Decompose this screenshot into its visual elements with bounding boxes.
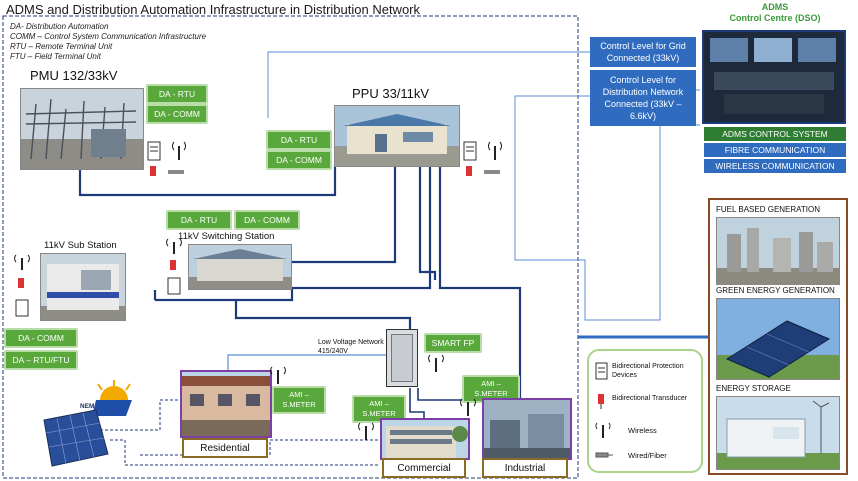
diagram-title: ADMS and Distribution Automation Infrast… bbox=[6, 2, 421, 17]
adms-control-room-photo bbox=[702, 30, 846, 124]
lv-network-label-2: 415/240V bbox=[318, 348, 348, 355]
distribution-control-box: Control Level for Distribution Network C… bbox=[590, 70, 696, 126]
residential-wireless-icon bbox=[270, 366, 286, 384]
hv-bus bbox=[78, 165, 337, 197]
industrial-wireless-icon bbox=[460, 398, 476, 416]
legend-note-rtu: RTU – Remote Terminal Unit bbox=[10, 42, 113, 51]
substation-devices-icon bbox=[14, 254, 30, 317]
switching-label: 11kV Switching Station bbox=[178, 231, 275, 242]
ppu-da-rtu-tag: DA - RTU bbox=[266, 130, 332, 150]
pmu-da-comm-tag: DA - COMM bbox=[146, 104, 208, 124]
legend-note-ftu: FTU – Field Terminal Unit bbox=[10, 52, 101, 61]
pmu-da-rtu-tag: DA - RTU bbox=[146, 84, 208, 104]
switching-da-comm-tag: DA - COMM bbox=[234, 210, 300, 230]
green-generation-label: GREEN ENERGY GENERATION bbox=[716, 286, 835, 295]
commercial-wireless-icon bbox=[358, 422, 374, 440]
legend-note-comm: COMM – Control System Communication Infr… bbox=[10, 32, 207, 41]
legend-wireless-label: Wireless bbox=[628, 426, 657, 435]
smart-fp-cabinet bbox=[386, 329, 418, 387]
industrial-label: Industrial bbox=[482, 458, 568, 478]
green-generation-photo bbox=[716, 298, 840, 380]
legend-protection-label: Bidirectional Protection Devices bbox=[612, 363, 684, 379]
switching-devices-icon bbox=[166, 238, 182, 295]
substation-label: 11kV Sub Station bbox=[44, 240, 117, 251]
legend-wired-label: Wired/Fiber bbox=[628, 451, 667, 460]
fuel-generation-label: FUEL BASED GENERATION bbox=[716, 205, 821, 214]
wireless-communication-bar: WIRELESS COMMUNICATION bbox=[704, 159, 846, 173]
grid-control-box: Control Level for Grid Connected (33kV) bbox=[590, 37, 696, 67]
smart-fp-wireless-icon bbox=[428, 354, 444, 372]
pmu-devices-icon bbox=[147, 141, 186, 176]
energy-storage-label: ENERGY STORAGE bbox=[716, 384, 791, 393]
residential-label: Residential bbox=[182, 438, 268, 458]
legend-transducer-label: Bidirectional Transducer bbox=[612, 395, 688, 402]
nem-solar-icon bbox=[43, 380, 132, 467]
lv-network-label-1: Low Voltage Network bbox=[318, 339, 384, 346]
adms-title: ADMS Control Centre (DSO) bbox=[700, 2, 850, 24]
adms-title-line2: Control Centre (DSO) bbox=[729, 13, 821, 23]
network-boundary bbox=[2, 15, 579, 479]
ppu-label: PPU 33/11kV bbox=[352, 86, 430, 101]
ppu-devices-icon bbox=[463, 141, 502, 176]
substation-photo bbox=[40, 253, 126, 321]
ppu-photo bbox=[334, 105, 460, 167]
substation-da-rtu-ftu-tag: DA – RTU/FTU bbox=[4, 350, 78, 370]
commercial-photo bbox=[380, 418, 470, 460]
fibre-communication-bar: FIBRE COMMUNICATION bbox=[704, 143, 846, 157]
pmu-photo bbox=[20, 88, 144, 170]
industrial-photo bbox=[482, 398, 572, 460]
adms-title-line1: ADMS bbox=[761, 2, 789, 12]
energy-storage-photo bbox=[716, 396, 840, 470]
residential-photo bbox=[180, 370, 272, 438]
smart-fp-tag: SMART FP bbox=[424, 333, 482, 353]
residential-ami-tag: AMI – S.METER bbox=[272, 386, 326, 414]
adms-control-system-bar: ADMS CONTROL SYSTEM bbox=[704, 127, 846, 141]
protection-device-icon bbox=[595, 362, 608, 380]
wired-fiber-icon bbox=[595, 452, 613, 458]
switching-da-rtu-tag: DA - RTU bbox=[166, 210, 232, 230]
substation-da-comm-tag: DA - COMM bbox=[4, 328, 78, 348]
distribution-control-link bbox=[514, 95, 590, 150]
ppu-da-comm-tag: DA - COMM bbox=[266, 150, 332, 170]
nem-label: NEM bbox=[80, 403, 95, 410]
fibre-backbone bbox=[514, 124, 700, 321]
grid-control-link bbox=[267, 51, 590, 118]
commercial-label: Commercial bbox=[382, 458, 466, 478]
wireless-icon bbox=[595, 422, 611, 438]
transducer-icon bbox=[598, 394, 604, 409]
legend-note-da: DA- Distribution Automation bbox=[10, 22, 109, 31]
fuel-generation-photo bbox=[716, 217, 840, 285]
pmu-label: PMU 132/33kV bbox=[30, 68, 118, 83]
switching-photo bbox=[188, 244, 292, 290]
